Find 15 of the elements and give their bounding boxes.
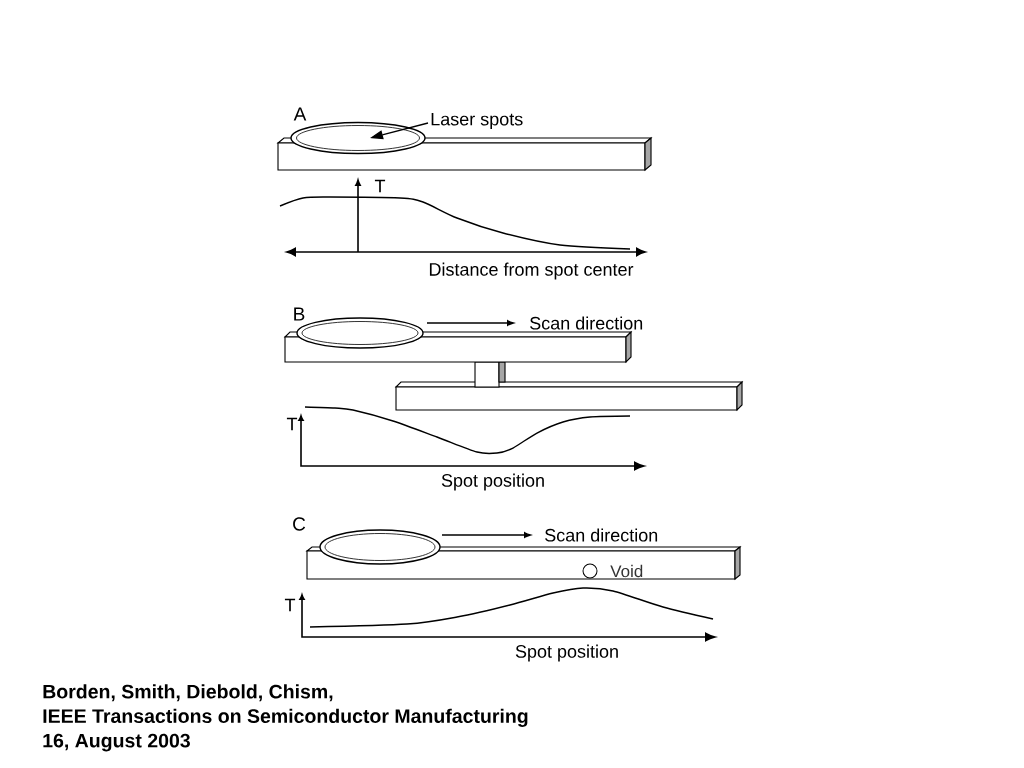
axis-label: T (286, 417, 298, 431)
direction-label: Scan direction (545, 528, 658, 542)
panel-letter: B (294, 307, 305, 321)
axis-label: T (374, 179, 386, 193)
laser-spot (290, 121, 426, 155)
axis-title: Spot position (441, 473, 544, 491)
callout-label: Laser spots (431, 112, 523, 130)
axis-title: Spot position (515, 644, 618, 662)
laser-spot (319, 529, 441, 565)
direction-label: Scan direction (530, 316, 643, 330)
panel-letter: C (293, 517, 306, 531)
axis-label: T (284, 598, 296, 612)
caption: Borden, Smith, Diebold, Chism, IEEE Transactions on Semiconductor Manufacturing 16, August 2003 (43, 684, 528, 752)
void-label: Void (610, 564, 643, 578)
axis-title: Distance from spot center (429, 262, 634, 280)
